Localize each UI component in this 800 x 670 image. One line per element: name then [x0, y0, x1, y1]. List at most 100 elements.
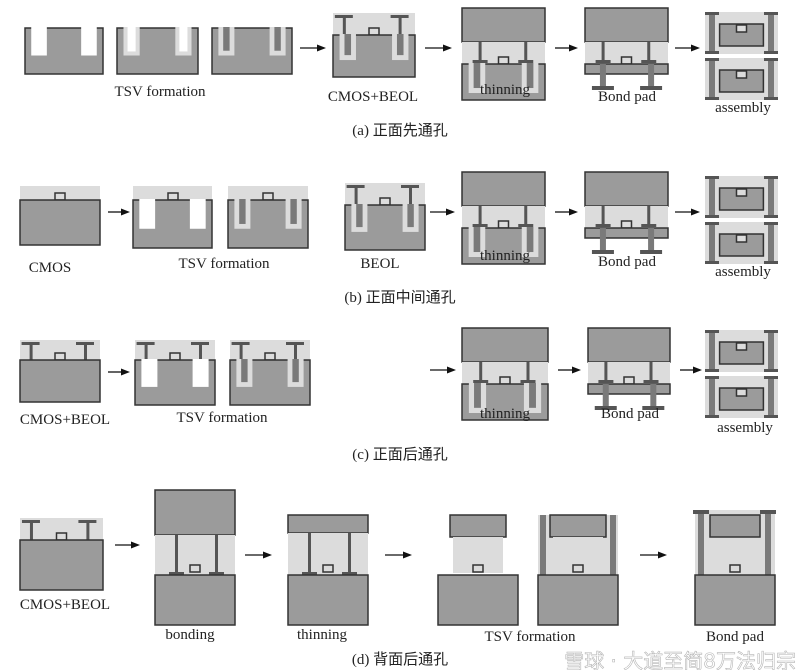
shape	[342, 15, 346, 35]
arrow-head	[317, 44, 326, 52]
shape	[764, 215, 778, 218]
shape	[499, 376, 511, 385]
shape	[587, 327, 671, 363]
shape	[354, 185, 358, 205]
shape	[764, 58, 778, 61]
shape	[169, 572, 184, 575]
shape	[641, 224, 657, 227]
label-a-tsv-formation: TSV formation	[115, 84, 206, 100]
shape	[356, 204, 363, 228]
row-d	[19, 489, 776, 626]
arrow-head	[121, 368, 130, 376]
process-arrow	[430, 366, 456, 374]
shape	[474, 383, 481, 408]
shape	[368, 27, 380, 36]
label-c-cmos-beol: CMOS+BEOL	[20, 412, 110, 428]
shape	[472, 224, 488, 227]
shape	[718, 387, 765, 411]
shape	[167, 192, 179, 201]
shape	[526, 362, 530, 382]
shape	[510, 515, 514, 575]
shape	[264, 352, 276, 361]
shape	[407, 204, 414, 228]
shape	[473, 227, 481, 253]
shape	[154, 574, 236, 626]
shape	[718, 341, 765, 365]
shape	[698, 510, 704, 575]
shape	[549, 514, 607, 538]
shape	[764, 261, 778, 264]
shape	[595, 60, 611, 63]
shape	[623, 376, 635, 385]
shape	[760, 510, 776, 514]
arrow-head	[569, 208, 578, 216]
label-d-bond-pad: Bond pad	[706, 629, 764, 645]
arrow-head	[658, 551, 667, 559]
shape	[591, 86, 614, 90]
shape	[461, 7, 546, 43]
shape	[768, 376, 774, 418]
shape	[768, 222, 774, 264]
shape	[344, 34, 352, 56]
shape	[705, 415, 719, 418]
process-arrow	[675, 208, 700, 216]
shape	[764, 97, 778, 100]
shape	[154, 489, 236, 536]
shape	[524, 206, 528, 226]
shape	[764, 376, 778, 379]
shape	[584, 7, 669, 43]
shape	[239, 342, 243, 360]
shape	[294, 342, 297, 360]
shape	[647, 206, 651, 226]
process-shapes	[19, 7, 778, 626]
shape	[302, 572, 317, 575]
arrow-head	[693, 366, 702, 374]
shape	[192, 359, 209, 387]
shape	[641, 60, 657, 63]
shape	[765, 510, 771, 575]
shape	[54, 192, 66, 201]
shape	[518, 224, 534, 227]
arrow-head	[691, 208, 700, 216]
shape	[239, 199, 246, 224]
arrow-head	[569, 44, 578, 52]
shape	[601, 42, 605, 62]
shape	[718, 23, 765, 47]
shape	[473, 380, 489, 383]
arrow-head	[263, 551, 272, 559]
shape	[718, 233, 765, 257]
shape	[598, 380, 614, 383]
shape	[649, 362, 653, 382]
shape	[472, 60, 488, 63]
label-d-thinning: thinning	[297, 627, 348, 643]
shape	[529, 383, 536, 408]
caption-d: (d) 背面后通孔	[352, 651, 448, 668]
watermark: 雪球 · 大道至简8万法归宗	[564, 649, 796, 670]
label-c-thinning: thinning	[480, 406, 531, 422]
label-c-tsv-formation: TSV formation	[177, 410, 268, 426]
process-arrow	[115, 541, 140, 549]
process-arrow	[425, 44, 452, 52]
shape	[29, 520, 33, 540]
shape	[705, 12, 719, 15]
shape	[709, 58, 715, 100]
shape	[735, 24, 748, 33]
shape	[308, 533, 311, 573]
shape	[735, 188, 748, 197]
shape	[290, 199, 297, 224]
shape	[19, 199, 101, 246]
shape	[345, 183, 425, 205]
process-arrow	[555, 44, 578, 52]
shape	[20, 518, 103, 540]
shape	[342, 572, 357, 575]
shape	[735, 234, 748, 243]
row-a	[24, 7, 778, 101]
shape	[709, 12, 715, 54]
label-a-assembly: assembly	[715, 100, 771, 116]
row-b	[19, 171, 778, 265]
shape	[540, 515, 546, 575]
shape	[526, 227, 534, 253]
shape	[537, 574, 619, 626]
shape	[333, 13, 415, 35]
